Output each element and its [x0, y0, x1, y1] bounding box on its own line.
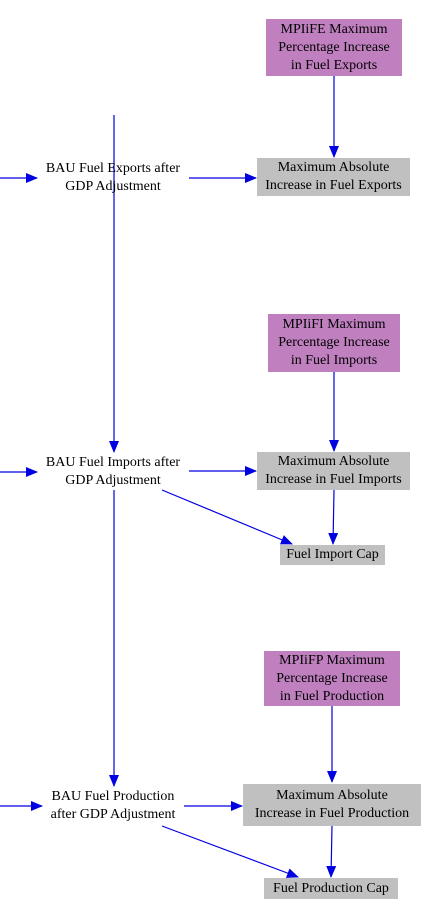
max-absolute-exports-box[interactable]: Maximum Absolute Increase in Fuel Export… [257, 158, 410, 196]
mplifi-input-box[interactable]: MPIiFI Maximum Percentage Increase in Fu… [268, 314, 400, 372]
max-absolute-imports-box[interactable]: Maximum Absolute Increase in Fuel Import… [257, 452, 410, 490]
bau-fuel-production-node[interactable]: BAU Fuel Production after GDP Adjustment [50, 789, 176, 822]
max-imports-to-import-cap-arrow [328, 489, 339, 545]
bau-fuel-imports-node[interactable]: BAU Fuel Imports after GDP Adjustment [45, 455, 181, 488]
fuel-production-cap-box[interactable]: Fuel Production Cap [264, 878, 398, 899]
max-production-to-production-cap-arrow [326, 825, 337, 878]
fuel-import-cap-box[interactable]: Fuel Import Cap [280, 545, 385, 565]
max-absolute-production-box[interactable]: Maximum Absolute Increase in Fuel Produc… [243, 784, 421, 826]
mplifp-input-box[interactable]: MPIiFP Maximum Percentage Increase in Fu… [264, 651, 400, 706]
mplife-input-box[interactable]: MPIiFE Maximum Percentage Increase in Fu… [266, 19, 402, 76]
bau-imports-to-import-cap-arrow [161, 489, 293, 545]
bau-fuel-exports-node[interactable]: BAU Fuel Exports after GDP Adjustment [45, 161, 181, 194]
bau-production-to-production-cap-arrow [161, 825, 299, 878]
